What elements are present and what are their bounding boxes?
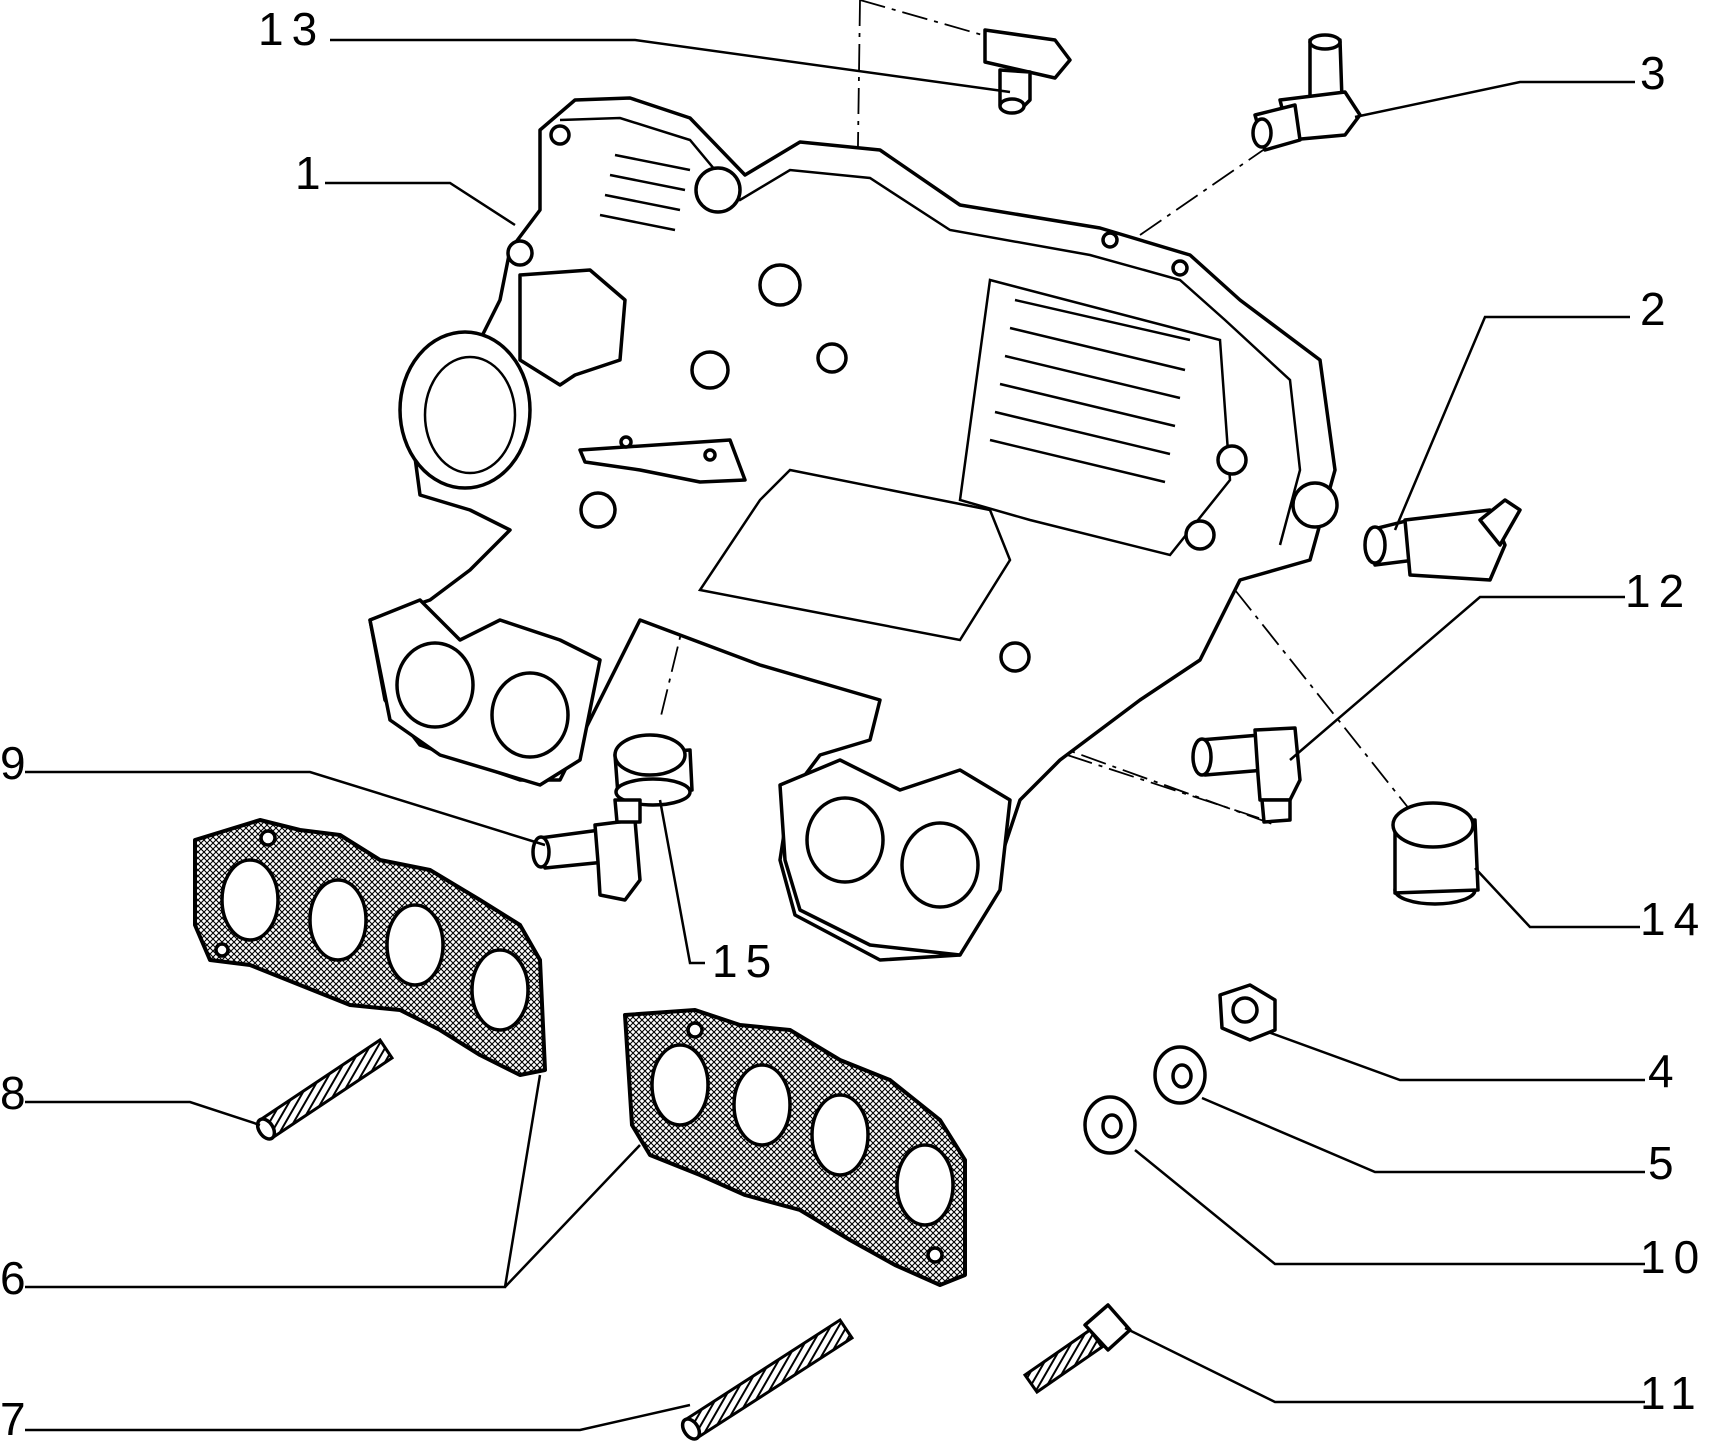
bolt-11 <box>1022 1303 1132 1395</box>
gasket-6-right <box>623 1008 967 1287</box>
washer-5 <box>1153 1045 1207 1105</box>
callout-9: 9 <box>0 737 34 789</box>
callout-12: 12 <box>1625 565 1693 617</box>
stud-7 <box>680 1317 855 1441</box>
callout-1: 1 <box>295 147 329 199</box>
fitting-12 <box>1191 726 1302 824</box>
callout-2: 2 <box>1640 283 1674 335</box>
plug-14 <box>1391 801 1480 906</box>
callout-5: 5 <box>1648 1137 1682 1189</box>
nut-4 <box>1218 983 1277 1042</box>
washer-10 <box>1083 1095 1137 1155</box>
fitting-3 <box>1251 33 1362 152</box>
callout-8: 8 <box>0 1067 34 1119</box>
callout-14: 14 <box>1640 893 1708 945</box>
callout-3: 3 <box>1640 47 1674 99</box>
plug-15 <box>613 733 694 807</box>
callout-10: 10 <box>1640 1231 1708 1283</box>
callout-7: 7 <box>0 1393 34 1445</box>
callout-4: 4 <box>1648 1045 1682 1097</box>
callout-15: 15 <box>712 935 780 987</box>
callout-13: 13 <box>258 3 326 55</box>
fitting-13 <box>983 28 1072 115</box>
fitting-9 <box>531 798 642 902</box>
intake-manifold <box>368 96 1339 962</box>
gasket-6-left <box>193 818 547 1077</box>
stud-8 <box>255 1037 395 1141</box>
fitting-2 <box>1363 498 1522 582</box>
callout-11: 11 <box>1640 1367 1704 1419</box>
callout-6: 6 <box>0 1252 34 1304</box>
leader-lines <box>25 38 1645 1432</box>
